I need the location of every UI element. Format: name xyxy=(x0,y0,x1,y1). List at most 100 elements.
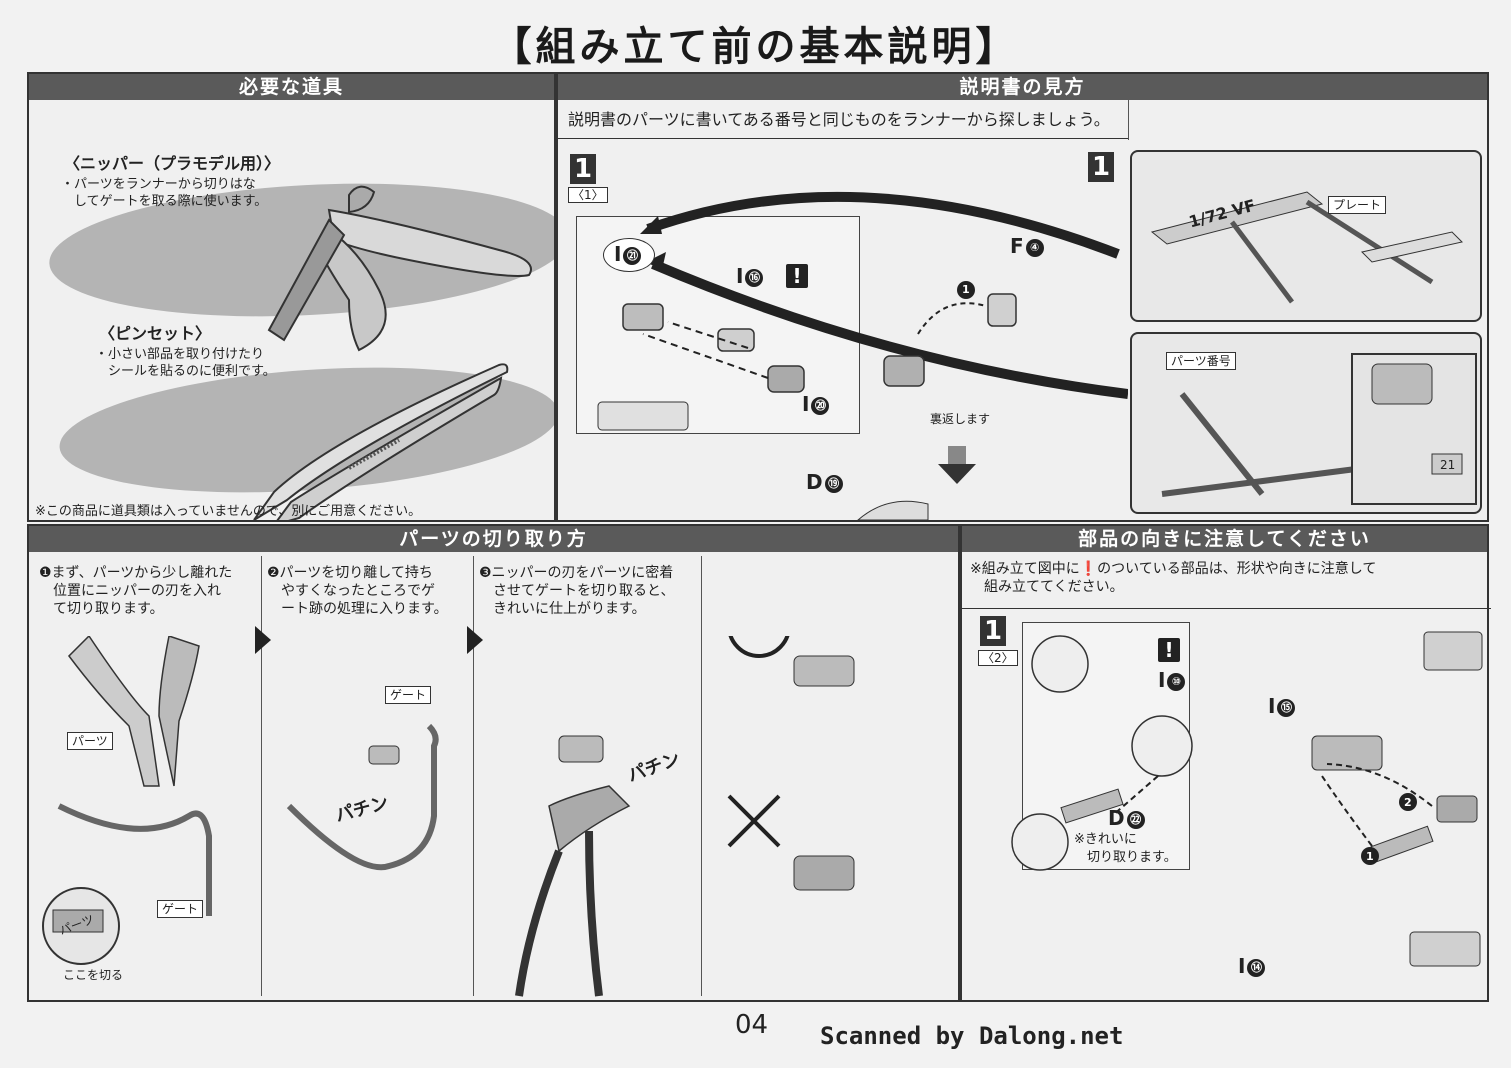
part-i14-letter: I xyxy=(1238,954,1246,978)
part-d22-num: ㉒ xyxy=(1126,810,1145,829)
step3-nipper xyxy=(548,785,631,853)
part-f4-letter: F xyxy=(1010,234,1024,258)
part-top-right xyxy=(1423,631,1483,671)
tweezer-desc-1: ・小さい部品を取り付けたり xyxy=(95,347,265,362)
down-arrow-head xyxy=(938,464,976,484)
step3-nipper-handles xyxy=(515,830,603,997)
orientation-step-number: 1 xyxy=(980,616,1006,646)
step3-part xyxy=(558,735,604,763)
orientation-header: 部品の向きに注意してください xyxy=(962,526,1487,552)
dashed-arrow-flip xyxy=(917,302,987,335)
cut-step3-line2: させてゲートを切り取ると、 xyxy=(479,583,675,599)
zoom-circle-top xyxy=(1031,635,1089,693)
nipper-backdrop xyxy=(49,183,554,317)
good-mark-icon xyxy=(728,636,790,658)
cut-step3-line3: きれいに仕上がります。 xyxy=(479,601,646,617)
curve-arrow-lower-head xyxy=(646,252,666,270)
part-d22-shape xyxy=(1060,788,1124,824)
scan-credit: Scanned by Dalong.net xyxy=(820,1022,1124,1050)
nipper-desc-1: ・パーツをランナーから切りはな xyxy=(61,177,256,192)
part-i16-shape xyxy=(717,328,755,352)
warning-icon: ! xyxy=(786,264,808,288)
part-i15-letter: I xyxy=(1268,694,1276,718)
cut-divider-1 xyxy=(261,556,262,996)
tweezer-icon xyxy=(253,363,509,520)
label-cut-here: ここを切る xyxy=(63,968,124,982)
runner-line-1 xyxy=(1230,220,1294,304)
step1-zoom-part xyxy=(52,909,104,933)
plate-shape xyxy=(1150,191,1324,245)
cut-step2-line1: ❷パーツを切り離して持ち xyxy=(267,565,433,581)
partnum-part xyxy=(1371,363,1433,405)
part-i20-num: ⑳ xyxy=(811,396,830,415)
step-circle-1 xyxy=(957,281,975,299)
step-number-large: 1 xyxy=(1088,152,1114,182)
plate-small-shape xyxy=(1361,231,1463,263)
part-d19-shape xyxy=(857,500,929,520)
bad-part xyxy=(793,855,855,891)
tools-panel: 必要な道具 〈ニッパー（プラモデル用）〉 ・パーツをランナーから切りはな してゲ… xyxy=(27,72,556,522)
dashed-arrow-1 xyxy=(1321,775,1373,847)
cut-divider-3 xyxy=(701,556,702,996)
step2-runner xyxy=(286,723,439,871)
label-gate-step2: ゲート xyxy=(385,686,432,704)
part-i16-num: ⑯ xyxy=(745,268,764,287)
cutting-header: パーツの切り取り方 xyxy=(29,526,958,552)
curve-arrow-upper xyxy=(646,191,1120,259)
part-long-shape xyxy=(1370,825,1434,863)
neat-cut-note-2: 切り取ります。 xyxy=(1074,850,1177,865)
orientation-underline xyxy=(962,608,1491,609)
part-f4-num: ④ xyxy=(1025,238,1044,257)
cut-step2-line3: ート跡の処理に入ります。 xyxy=(267,601,448,617)
dashed-arrow-2 xyxy=(1326,763,1433,807)
intro-divider xyxy=(1128,100,1129,140)
dashed-line-i10 xyxy=(1111,775,1159,817)
part-i21-letter: I xyxy=(614,242,622,266)
part-i10-letter: I xyxy=(1158,668,1166,692)
part-d19-num: ⑲ xyxy=(824,474,843,493)
part-i14-num: ⑭ xyxy=(1247,958,1266,977)
part-i10-num: ⑩ xyxy=(1167,672,1186,691)
part-f4-shape xyxy=(987,293,1017,327)
neat-cut-note-1: ※きれいに xyxy=(1074,832,1137,847)
intro-underline xyxy=(558,138,1128,139)
orientation-warning-icon: ! xyxy=(1158,638,1180,662)
tweezer-desc-2: シールを貼るのに便利です。 xyxy=(95,364,276,379)
manual-header: 説明書の見方 xyxy=(558,74,1487,100)
part-small-shape xyxy=(1436,795,1478,823)
tools-header: 必要な道具 xyxy=(29,74,554,100)
tools-illustration xyxy=(49,183,554,520)
part-i15-shape xyxy=(1311,735,1383,771)
step-circle-1-label: 1 xyxy=(962,283,970,296)
step1-runner xyxy=(57,803,212,916)
tools-note: ※この商品に道具類は入っていませんので、別にご用意ください。 xyxy=(35,504,422,519)
plate-label: プレート xyxy=(1328,196,1387,214)
manual-intro: 説明書のパーツに書いてある番号と同じものをランナーから探しましょう。 xyxy=(568,110,1110,129)
flip-label: 裏返します xyxy=(930,412,991,426)
partnum-runner-2 xyxy=(1179,392,1265,496)
step-number: 1 xyxy=(570,154,596,184)
part-i16-letter: I xyxy=(736,264,744,288)
page-number: 04 xyxy=(735,1010,769,1040)
runner-line-2 xyxy=(1305,199,1434,285)
step1-nipper xyxy=(68,636,160,787)
next-arrow-1 xyxy=(255,626,271,654)
cut-step3-line1: ❸ニッパーの刃をパーツに密着 xyxy=(479,565,674,581)
partnum-label: パーツ番号 xyxy=(1166,352,1236,370)
step2-part xyxy=(368,745,400,765)
part-d19-letter: D xyxy=(806,470,823,494)
part-d22-letter: D xyxy=(1108,806,1125,830)
part-i20-letter: I xyxy=(802,392,810,416)
nipper-title: 〈ニッパー（プラモデル用）〉 xyxy=(64,154,281,173)
dashed-arrow-2 xyxy=(642,333,769,379)
tweezer-title: 〈ピンセット〉 xyxy=(99,324,212,343)
